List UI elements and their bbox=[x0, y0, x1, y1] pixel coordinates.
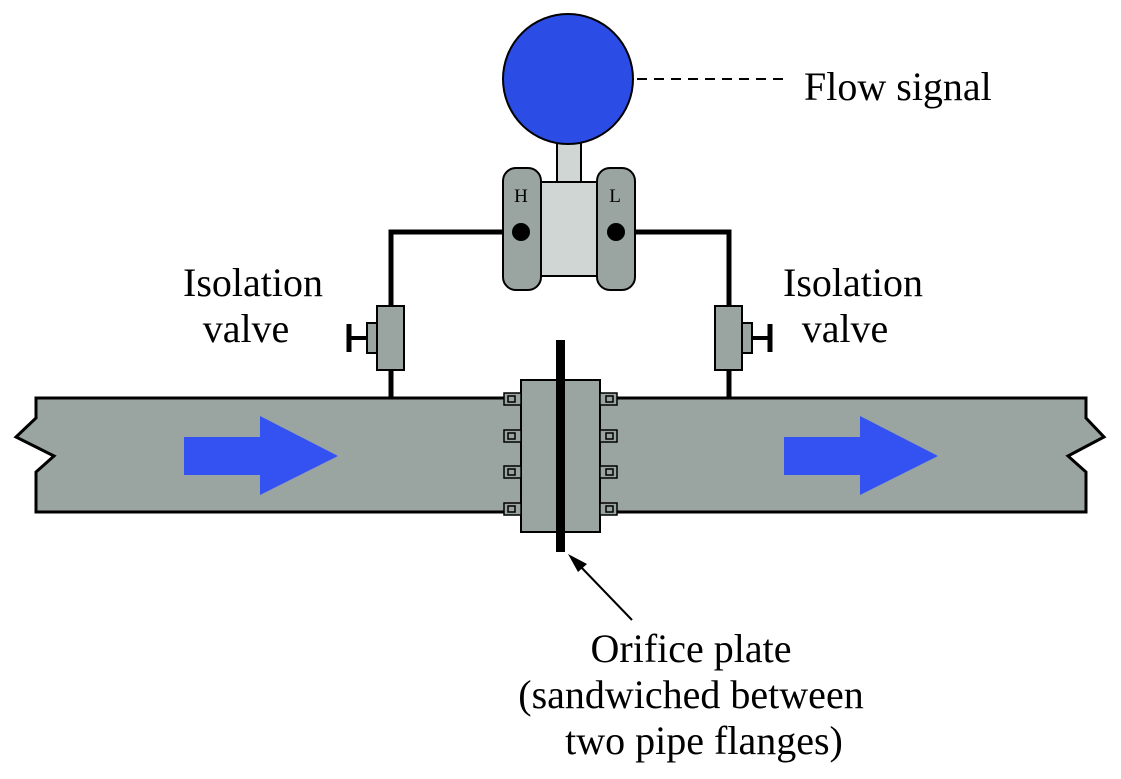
orifice-pointer-arrowhead bbox=[568, 554, 587, 572]
port-low bbox=[607, 223, 625, 241]
orifice-plate bbox=[556, 340, 565, 552]
isolation-valve-right-label: Isolation valve bbox=[783, 260, 933, 351]
port-high-label: H bbox=[514, 186, 528, 207]
bolt-row-4 bbox=[503, 502, 618, 516]
bolt-row-3 bbox=[503, 465, 618, 479]
port-high bbox=[512, 223, 530, 241]
bolt-row-2 bbox=[503, 429, 618, 443]
flow-arrow-icon-right bbox=[784, 416, 938, 495]
orifice-plate-label: Orifice plate (sandwiched between two pi… bbox=[518, 626, 873, 763]
flow-signal-label: Flow signal bbox=[804, 64, 992, 109]
flange-right bbox=[562, 379, 601, 533]
orifice-pointer-line bbox=[579, 565, 633, 621]
isolation-valve-right bbox=[714, 305, 773, 371]
port-low-label: L bbox=[609, 186, 621, 207]
flange-bolts bbox=[503, 392, 618, 516]
impulse-line-high bbox=[388, 229, 521, 398]
dp-transmitter bbox=[502, 13, 636, 291]
flow-arrow-icon-left bbox=[184, 416, 338, 495]
flange-left bbox=[520, 379, 558, 533]
isolation-valve-left-label: Isolation valve bbox=[183, 260, 333, 351]
bolt-row-1 bbox=[503, 392, 618, 406]
transmitter-indicator bbox=[502, 13, 634, 145]
transmitter-body bbox=[537, 181, 601, 277]
transmitter-neck bbox=[556, 142, 582, 184]
isolation-valve-left bbox=[346, 305, 405, 371]
